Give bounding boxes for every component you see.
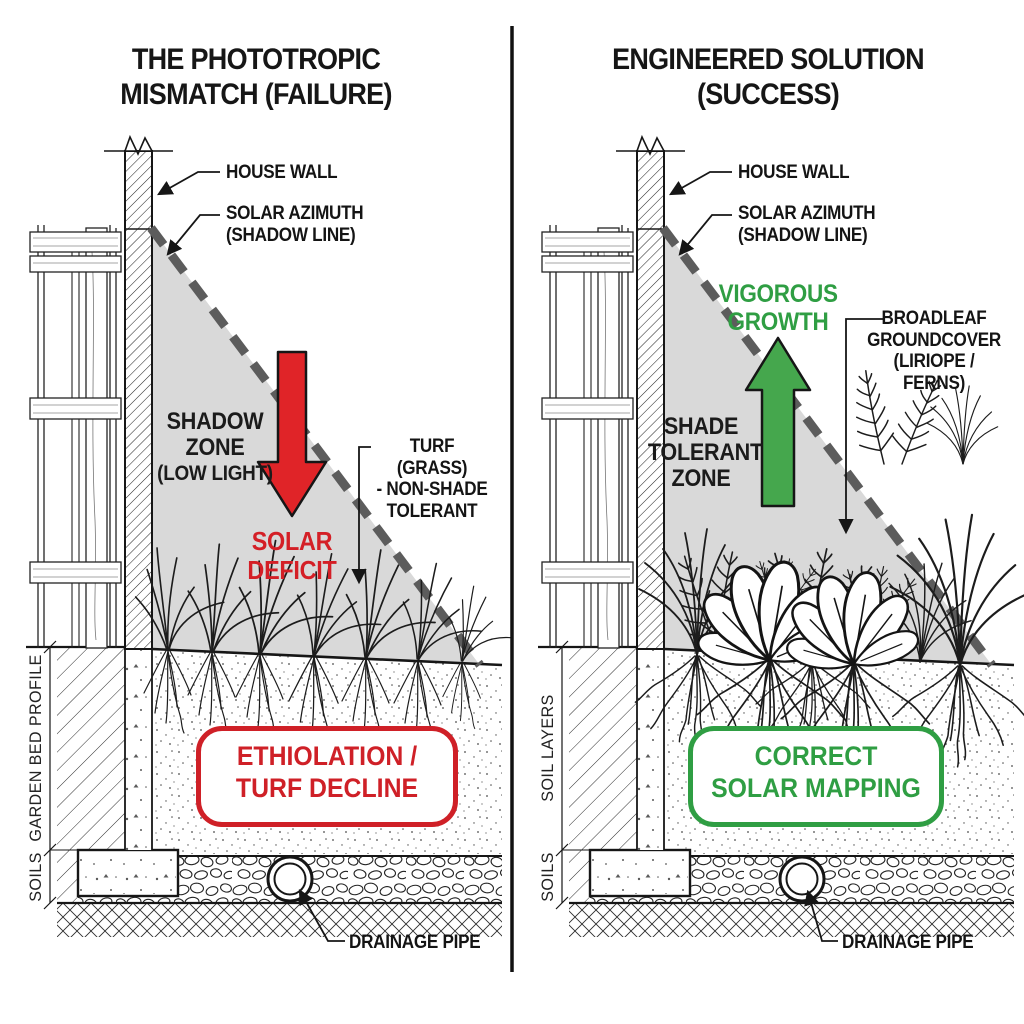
- failure-outcome-line1: ETHIOLATION /: [236, 741, 418, 771]
- soil-layers-label: SOIL LAYERS: [538, 694, 557, 802]
- left-drainage-pipe-label: DRAINAGE PIPE: [349, 932, 481, 953]
- left-title-line2: MISMATCH (FAILURE): [120, 78, 392, 111]
- turf-line1: TURF (GRASS): [396, 436, 468, 479]
- success-outcome-line1: CORRECT: [754, 741, 878, 771]
- right-soils-label: SOILS: [538, 852, 557, 902]
- success-outcome-box: CORRECT SOLAR MAPPING: [688, 726, 944, 827]
- right-annotations: [669, 171, 999, 942]
- right-azimuth-line2: (SHADOW LINE): [738, 224, 868, 246]
- right-azimuth-line1: SOLAR AZIMUTH: [738, 203, 876, 224]
- right-drainage-pipe-label: DRAINAGE PIPE: [842, 932, 974, 953]
- garden-bed-profile-label: GARDEN BED PROFILE: [26, 654, 45, 842]
- grass-legend-icon: [926, 385, 999, 465]
- right-solar-azimuth-label: SOLAR AZIMUTH (SHADOW LINE): [738, 203, 876, 246]
- left-azimuth-line2: (SHADOW LINE): [226, 224, 356, 246]
- left-title-line1: THE PHOTOTROPIC: [131, 43, 381, 76]
- vigorous-growth-arrow-icon: [744, 336, 812, 508]
- turf-label: TURF (GRASS) - NON-SHADE TOLERANT: [376, 436, 488, 522]
- left-panel-title: THE PHOTOTROPIC MISMATCH (FAILURE): [53, 42, 460, 112]
- vigorous-growth-line2: GROWTH: [727, 308, 829, 336]
- shadow-zone-line1: SHADOW: [166, 408, 264, 435]
- left-solar-azimuth-label: SOLAR AZIMUTH (SHADOW LINE): [226, 203, 364, 246]
- solar-deficit-arrow-icon: [256, 350, 328, 518]
- shadow-zone-line3: (LOW LIGHT): [157, 462, 273, 485]
- broadleaf-groundcover-label: BROADLEAF GROUNDCOVER (LIRIOPE / FERNS): [863, 308, 1005, 394]
- failure-outcome-box: ETHIOLATION / TURF DECLINE: [196, 726, 458, 827]
- turf-line3: TOLERANT: [386, 500, 478, 522]
- vigorous-growth-label: VIGOROUS GROWTH: [719, 280, 838, 336]
- broadleaf-line2: GROUNDCOVER: [867, 329, 1001, 351]
- left-soils-label: SOILS: [26, 852, 45, 902]
- vigorous-growth-line1: VIGOROUS: [718, 280, 838, 308]
- broadleaf-line1: BROADLEAF: [881, 308, 987, 329]
- success-outcome-line2: SOLAR MAPPING: [711, 773, 921, 803]
- shade-zone-line1: SHADE: [663, 413, 739, 440]
- shade-zone-line3: ZONE: [671, 465, 731, 492]
- turf-line2: - NON-SHADE: [376, 479, 488, 500]
- left-annotations: [157, 171, 371, 942]
- failure-outcome-line2: TURF DECLINE: [235, 773, 419, 803]
- shadow-zone-line2: ZONE: [185, 434, 245, 461]
- solar-deficit-line2: DEFICIT: [247, 555, 337, 585]
- left-house-wall-label: HOUSE WALL: [226, 162, 338, 183]
- right-title-line1: ENGINEERED SOLUTION: [612, 43, 925, 76]
- solar-deficit-line1: SOLAR: [251, 526, 333, 556]
- shadow-zone-label: SHADOW ZONE (LOW LIGHT): [148, 409, 283, 487]
- right-house-wall-label: HOUSE WALL: [738, 162, 850, 183]
- right-panel-title: ENGINEERED SOLUTION (SUCCESS): [565, 42, 972, 112]
- shade-zone-line2: TOLERANT: [647, 439, 763, 466]
- solar-deficit-label: SOLAR DEFICIT: [238, 527, 346, 585]
- shade-tolerant-zone-label: SHADE TOLERANT ZONE: [647, 413, 763, 492]
- right-title-line2: (SUCCESS): [696, 78, 840, 111]
- broadleaf-line3: (LIRIOPE / FERNS): [893, 351, 975, 394]
- left-azimuth-line1: SOLAR AZIMUTH: [226, 203, 364, 224]
